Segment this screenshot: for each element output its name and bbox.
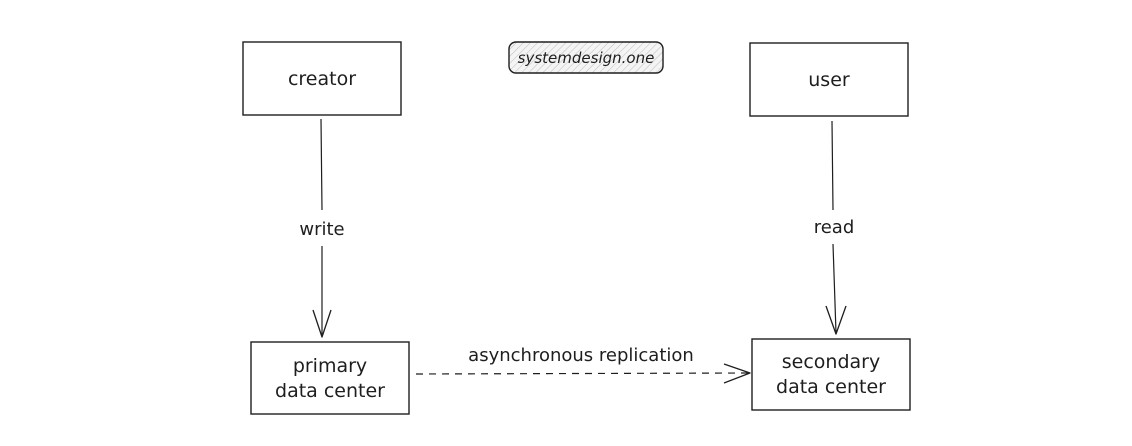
replication-arrowhead bbox=[723, 363, 751, 384]
user-node: user bbox=[749, 42, 909, 117]
read-label: read bbox=[814, 217, 855, 238]
user-label: user bbox=[808, 69, 850, 91]
brand-badge: systemdesign.one bbox=[508, 41, 664, 74]
creator-box bbox=[242, 41, 402, 116]
brand-badge-frame bbox=[508, 41, 664, 74]
primary-data-center-label-line2: data center bbox=[275, 380, 385, 402]
write-edge: write bbox=[299, 118, 345, 338]
write-label: write bbox=[299, 219, 344, 240]
read-edge-line-lower bbox=[832, 243, 837, 334]
primary-data-center-box bbox=[250, 341, 410, 415]
brand-label: systemdesign.one bbox=[518, 49, 655, 67]
secondary-data-center-label-line1: secondary bbox=[782, 351, 880, 373]
read-arrowhead bbox=[825, 305, 847, 335]
write-arrowhead bbox=[312, 309, 332, 338]
replication-edge-line bbox=[415, 372, 749, 375]
secondary-data-center-node: secondary data center bbox=[751, 338, 911, 411]
secondary-data-center-box bbox=[751, 338, 911, 411]
creator-node: creator bbox=[242, 41, 402, 116]
read-edge: read bbox=[814, 120, 855, 335]
user-box bbox=[749, 42, 909, 117]
replication-edge: asynchronous replication bbox=[415, 345, 751, 384]
primary-data-center-node: primary data center bbox=[250, 341, 410, 415]
creator-label: creator bbox=[288, 68, 356, 90]
replication-label: asynchronous replication bbox=[468, 345, 694, 366]
write-edge-line-upper bbox=[320, 118, 323, 211]
primary-data-center-label-line1: primary bbox=[293, 355, 367, 377]
read-edge-line-upper bbox=[831, 120, 834, 211]
secondary-data-center-label-line2: data center bbox=[776, 376, 886, 398]
